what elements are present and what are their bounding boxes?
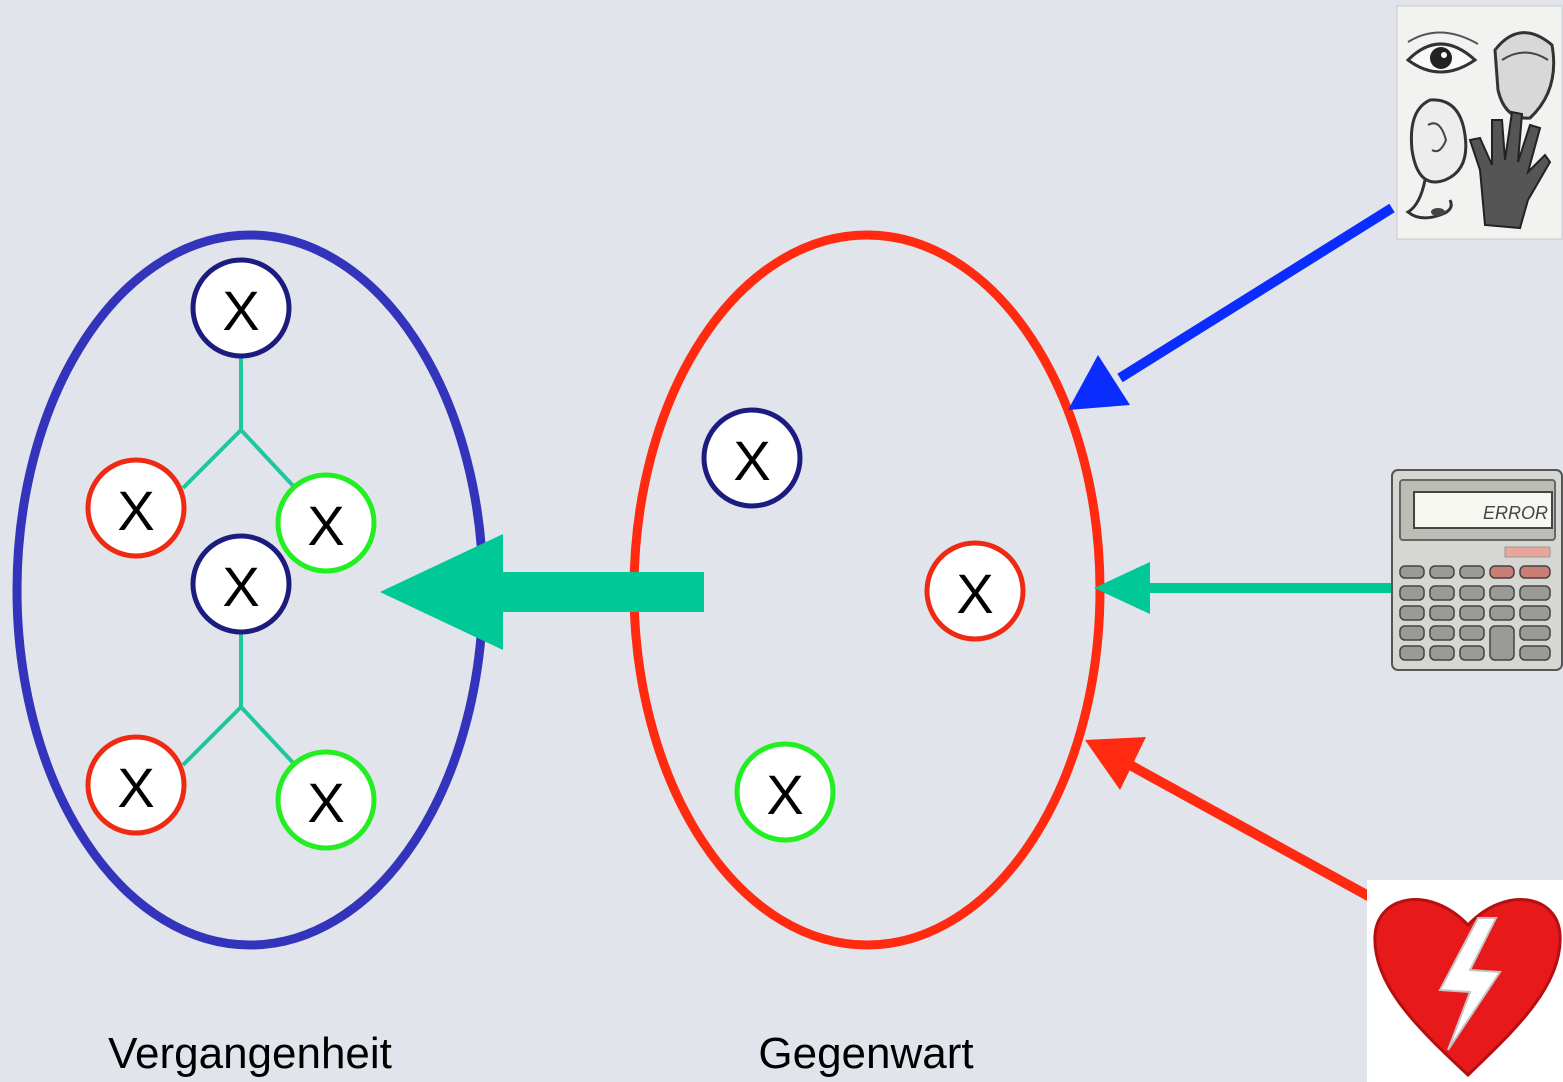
- node-label: X: [117, 479, 154, 542]
- past-caption: Vergangenheit: [108, 1029, 392, 1078]
- node-label: X: [117, 756, 154, 819]
- node-label: X: [766, 763, 803, 826]
- transfer-arrow: [380, 534, 704, 650]
- node-label: X: [222, 279, 259, 342]
- past-node-green-2: X: [275, 749, 377, 851]
- past-node-blue-2: X: [190, 533, 292, 635]
- node-label: X: [222, 555, 259, 618]
- calculator-icon: ERROR: [1391, 469, 1563, 671]
- present-node-blue: X: [701, 407, 803, 509]
- node-label: X: [733, 429, 770, 492]
- present-node-green: X: [734, 741, 836, 843]
- past-node-root: X: [190, 257, 292, 359]
- tree-connectors: [181, 352, 299, 769]
- calculator-arrow: [1094, 562, 1398, 614]
- senses-arrow: [1068, 203, 1395, 410]
- heart-arrow: [1085, 737, 1375, 903]
- heart-lightning-icon: [1367, 880, 1563, 1082]
- node-label: X: [307, 771, 344, 834]
- past-node-red-2: X: [85, 734, 187, 836]
- past-node-red-1: X: [85, 457, 187, 559]
- past-node-green-1: X: [275, 472, 377, 574]
- calculator-display: ERROR: [1483, 503, 1548, 523]
- node-label: X: [307, 494, 344, 557]
- node-label: X: [956, 562, 993, 625]
- present-node-red: X: [924, 540, 1026, 642]
- present-caption: Gegenwart: [758, 1029, 973, 1078]
- senses-drawing-icon: [1396, 5, 1563, 240]
